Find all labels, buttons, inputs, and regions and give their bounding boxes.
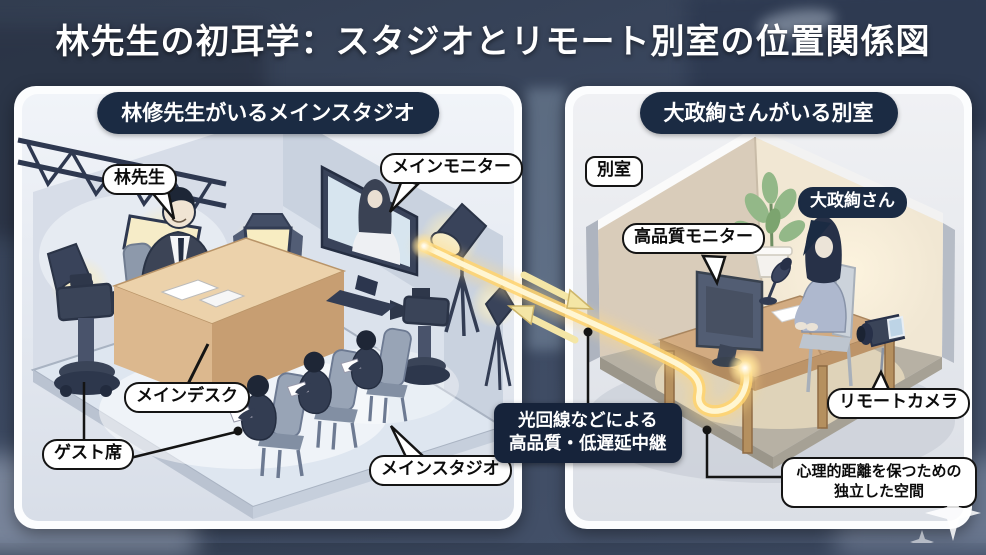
studio-panel-header: 林修先生がいるメインスタジオ <box>97 92 439 134</box>
isolation-note-line1: 心理的距離を保つための <box>796 463 962 480</box>
relay-label-line1: 光回線などによる <box>518 410 658 430</box>
main-monitor-label: メインモニター <box>380 153 523 184</box>
remote-camera-illustration <box>856 313 906 402</box>
main-studio-illustration <box>17 94 518 521</box>
relay-label-line2: 高品質・低遅延中継 <box>509 433 667 454</box>
main-monitor-illustration <box>320 164 419 316</box>
studio-camera-left-icon <box>54 273 130 397</box>
background-blur-shape <box>526 88 566 350</box>
guest-seats-label: ゲスト席 <box>42 439 134 470</box>
main-studio-panel: 林修先生がいるメインスタジオ 林先生 メインモニター メインデスク ゲスト席 メ… <box>14 86 523 529</box>
remote-camera-label: リモートカメラ <box>827 388 970 419</box>
page-title: 林先生の初耳学：スタジオとリモート別室の位置関係図 <box>55 23 931 61</box>
hq-monitor-label: 高品質モニター <box>622 223 765 254</box>
main-studio-label: メインスタジオ <box>369 455 512 486</box>
isolation-note-line2: 独立した空間 <box>833 482 924 500</box>
teacher-label: 林先生 <box>102 164 177 195</box>
relay-label: 光回線などによる 高品質・低遅延中継 <box>494 403 682 464</box>
isolation-note-label: 心理的距離を保つための 独立した空間 <box>781 457 977 508</box>
room-label: 別室 <box>585 156 643 187</box>
remote-panel-header: 大政絢さんがいる別室 <box>639 92 898 134</box>
microphone-icon <box>759 257 792 305</box>
main-desk-label: メインデスク <box>124 382 250 413</box>
omasa-aya-label: 大政絢さん <box>798 187 907 218</box>
omasa-aya-illustration <box>794 216 857 393</box>
main-desk-illustration <box>111 237 347 402</box>
